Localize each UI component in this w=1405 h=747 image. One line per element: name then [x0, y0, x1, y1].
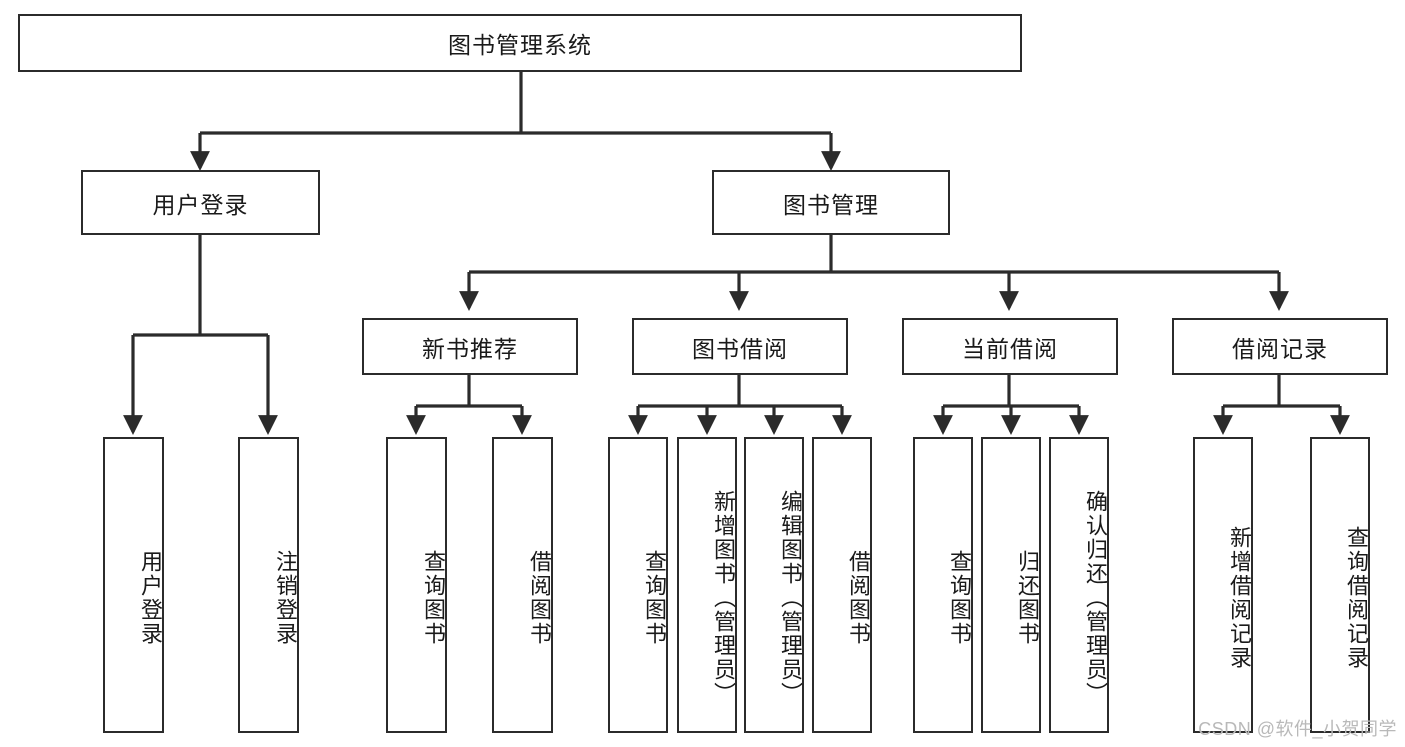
leaf-add-book-admin[interactable]: 新增图书（管理员） — [677, 437, 737, 733]
node-label: 图书管理 — [783, 191, 879, 218]
leaf-return-books[interactable]: 归还图书 — [981, 437, 1041, 733]
node-current-borrowing[interactable]: 当前借阅 — [902, 318, 1118, 375]
node-user-login[interactable]: 用户登录 — [81, 170, 320, 235]
node-label: 新书推荐 — [422, 335, 518, 362]
leaf-logout[interactable]: 注销登录 — [238, 437, 299, 733]
node-borrowing-records[interactable]: 借阅记录 — [1172, 318, 1388, 375]
node-label: 借阅记录 — [1232, 335, 1328, 362]
node-book-management[interactable]: 图书管理 — [712, 170, 950, 235]
leaf-edit-book-admin[interactable]: 编辑图书（管理员） — [744, 437, 804, 733]
node-label: 图书管理系统 — [448, 32, 592, 58]
node-label: 新增借阅记录 — [1227, 526, 1252, 670]
node-label: 编辑图书（管理员） — [778, 490, 803, 706]
leaf-query-books-current[interactable]: 查询图书 — [913, 437, 973, 733]
node-label: 用户登录 — [152, 191, 249, 218]
leaf-borrow-books-recommendation[interactable]: 借阅图书 — [492, 437, 553, 733]
node-label: 注销登录 — [273, 550, 298, 646]
node-label: 借阅图书 — [846, 550, 871, 646]
node-label: 归还图书 — [1015, 550, 1040, 646]
node-label: 查询图书 — [947, 550, 972, 646]
leaf-query-borrowing-record[interactable]: 查询借阅记录 — [1310, 437, 1370, 733]
leaf-borrow-books-borrowing[interactable]: 借阅图书 — [812, 437, 872, 733]
leaf-user-login[interactable]: 用户登录 — [103, 437, 164, 733]
node-label: 借阅图书 — [527, 550, 552, 646]
leaf-confirm-return-admin[interactable]: 确认归还（管理员） — [1049, 437, 1109, 733]
node-label: 当前借阅 — [962, 335, 1058, 362]
node-label: 查询借阅记录 — [1344, 526, 1369, 670]
node-label: 确认归还（管理员） — [1083, 490, 1108, 706]
watermark-text: CSDN @软件_小贺同学 — [1198, 719, 1397, 739]
leaf-query-books-recommendation[interactable]: 查询图书 — [386, 437, 447, 733]
node-new-book-recommendation[interactable]: 新书推荐 — [362, 318, 578, 375]
leaf-query-books-borrowing[interactable]: 查询图书 — [608, 437, 668, 733]
node-label: 用户登录 — [138, 550, 163, 646]
node-label: 新增图书（管理员） — [711, 490, 736, 706]
node-label: 查询图书 — [421, 550, 446, 646]
node-label: 图书借阅 — [692, 335, 788, 362]
node-book-borrowing[interactable]: 图书借阅 — [632, 318, 848, 375]
leaf-add-borrowing-record[interactable]: 新增借阅记录 — [1193, 437, 1253, 733]
node-root-book-management-system[interactable]: 图书管理系统 — [18, 14, 1022, 72]
node-label: 查询图书 — [642, 550, 667, 646]
